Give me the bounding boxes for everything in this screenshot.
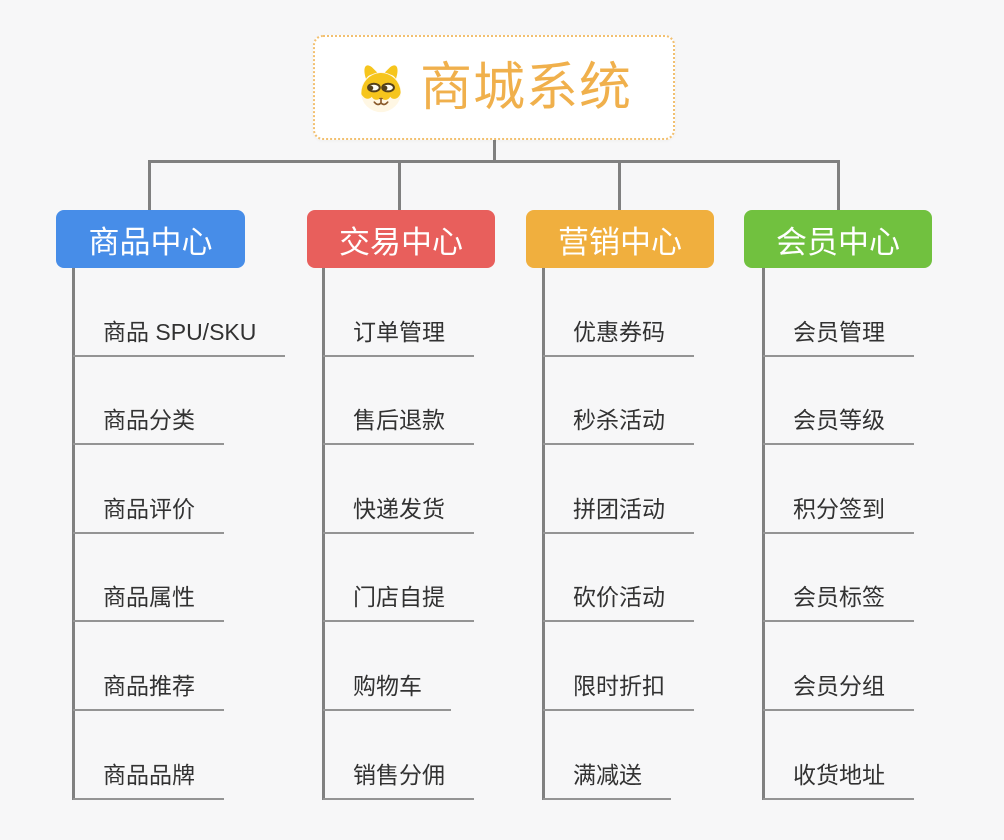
child-node-label: 门店自提 [353,584,445,611]
child-node[interactable]: 售后退款 [323,357,474,446]
branch-node-member-center[interactable]: 会员中心 [744,210,932,268]
child-node[interactable]: 门店自提 [323,534,474,623]
child-node-label: 会员管理 [793,318,885,345]
child-node-label: 商品评价 [103,495,195,522]
branch-connector-drop [837,160,840,210]
child-node-label: 限时折扣 [573,672,665,699]
branch-connector-drop [618,160,621,210]
child-node-label: 快递发货 [353,495,445,522]
child-node[interactable]: 会员分组 [763,622,914,711]
child-node[interactable]: 购物车 [323,622,451,711]
root-node[interactable]: 商城系统 [313,35,675,140]
child-node-label: 商品分类 [103,407,195,434]
child-node[interactable]: 商品品牌 [73,711,224,800]
child-node-label: 订单管理 [353,318,445,345]
child-connector-line [762,268,765,800]
child-node-label: 优惠券码 [573,318,665,345]
child-node-label: 积分签到 [793,495,885,522]
shiba-dog-icon [360,64,401,112]
child-node[interactable]: 满减送 [543,711,671,800]
child-node-label: 商品 SPU/SKU [103,318,257,345]
branch-node-label: 会员中心 [776,224,900,260]
child-node[interactable]: 优惠券码 [543,268,694,357]
branch-children-product-center: 商品 SPU/SKU 商品分类 商品评价 商品属性 商品推荐 商品品牌 [72,268,286,800]
child-node-label: 会员分组 [793,672,885,699]
child-connector-line [322,268,325,800]
child-node[interactable]: 销售分佣 [323,711,474,800]
child-node-label: 会员等级 [793,407,885,434]
child-node-label: 砍价活动 [573,584,665,611]
child-node[interactable]: 商品分类 [73,357,224,446]
child-node-label: 会员标签 [793,584,885,611]
root-node-title: 商城系统 [419,58,632,117]
branch-node-label: 营销中心 [558,224,682,260]
child-connector-line [72,268,75,800]
branch-connector-drop [148,160,151,210]
child-node-label: 售后退款 [353,407,445,434]
branch-node-label: 交易中心 [339,224,463,260]
child-node-label: 商品推荐 [103,672,195,699]
child-node[interactable]: 积分签到 [763,445,914,534]
child-node[interactable]: 商品 SPU/SKU [73,268,286,357]
branch-node-product-center[interactable]: 商品中心 [56,210,245,268]
branch-children-marketing-center: 优惠券码 秒杀活动 拼团活动 砍价活动 限时折扣 满减送 [542,268,694,800]
child-node-label: 商品属性 [103,584,195,611]
child-node[interactable]: 会员等级 [763,357,914,446]
child-node[interactable]: 订单管理 [323,268,474,357]
child-node[interactable]: 商品评价 [73,445,224,534]
child-node-label: 拼团活动 [573,495,665,522]
child-node-label: 满减送 [573,761,642,788]
child-node-label: 收货地址 [793,761,885,788]
child-node[interactable]: 限时折扣 [543,622,694,711]
root-connector-line [493,140,496,163]
branch-connector-bar [148,160,840,163]
child-connector-line [542,268,545,800]
child-node[interactable]: 收货地址 [763,711,914,800]
branch-children-member-center: 会员管理 会员等级 积分签到 会员标签 会员分组 收货地址 [762,268,914,800]
child-node[interactable]: 商品属性 [73,534,224,623]
branch-node-marketing-center[interactable]: 营销中心 [526,210,714,268]
branch-children-trade-center: 订单管理 售后退款 快递发货 门店自提 购物车 销售分佣 [322,268,474,800]
child-node[interactable]: 商品推荐 [73,622,224,711]
child-node[interactable]: 秒杀活动 [543,357,694,446]
child-node[interactable]: 砍价活动 [543,534,694,623]
child-node[interactable]: 快递发货 [323,445,474,534]
child-node-label: 销售分佣 [353,761,445,788]
branch-node-trade-center[interactable]: 交易中心 [307,210,495,268]
branch-node-label: 商品中心 [88,224,213,260]
child-node-label: 秒杀活动 [573,407,665,434]
child-node[interactable]: 会员管理 [763,268,914,357]
child-node-label: 商品品牌 [103,761,195,788]
child-node[interactable]: 会员标签 [763,534,914,623]
child-node[interactable]: 拼团活动 [543,445,694,534]
child-node-label: 购物车 [353,672,422,699]
branch-connector-drop [398,160,401,210]
